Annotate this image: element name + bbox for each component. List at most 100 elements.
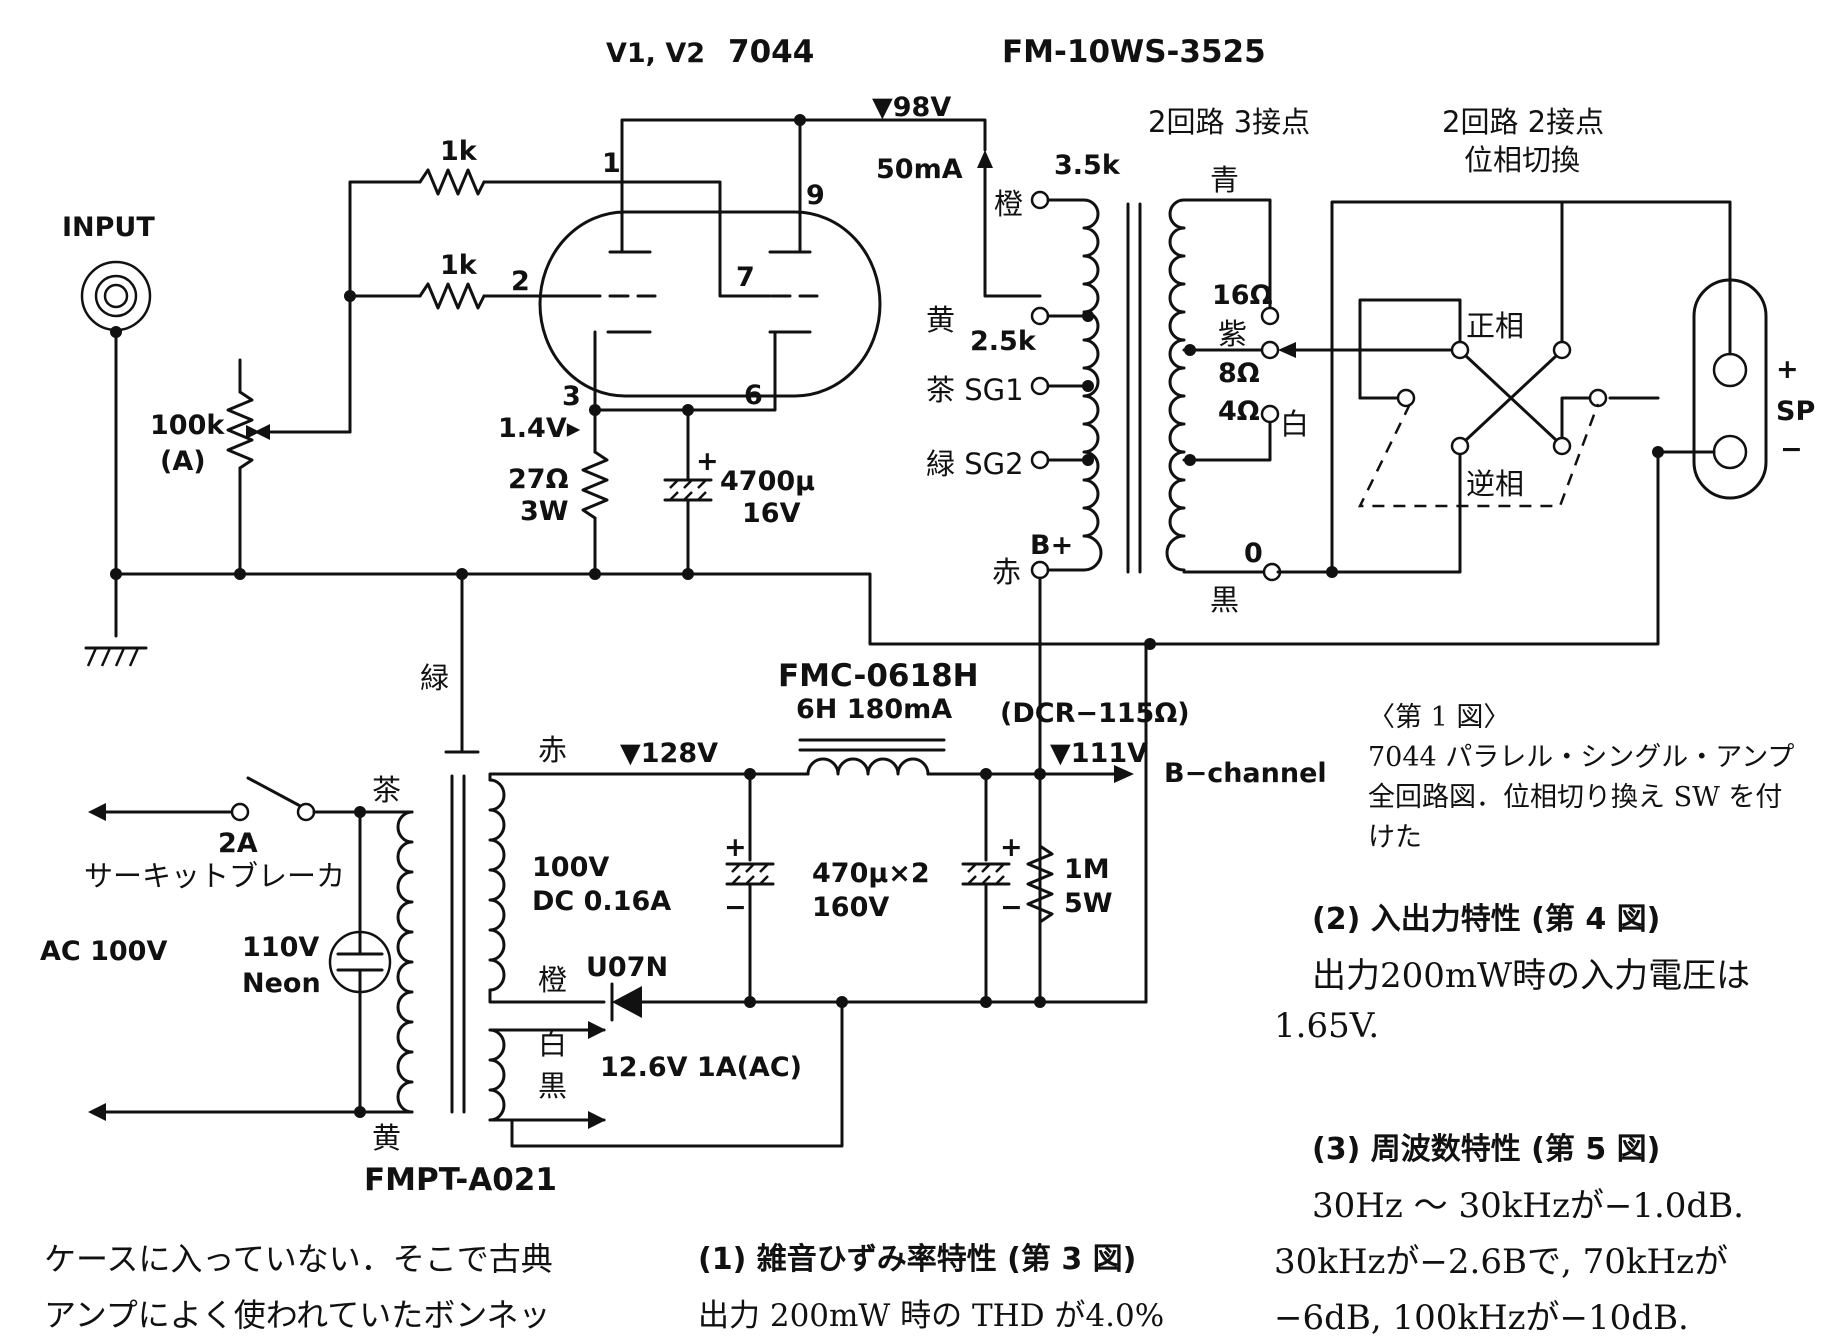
tap-16ohm: 16Ω — [1212, 280, 1273, 311]
filter-cap-2-minus: − — [1000, 892, 1023, 923]
pt-wire-orange: 橙 — [538, 963, 567, 997]
ot-primary-terminals — [1030, 190, 1050, 580]
speaker-plus: + — [1776, 354, 1799, 385]
ot-secondary-top: 青 — [1210, 163, 1239, 197]
input-jack — [80, 260, 152, 332]
cathode-cap-plus: + — [696, 446, 719, 477]
ot-bplus: B+ — [1030, 530, 1073, 561]
pt-wire-brown: 茶 — [372, 773, 401, 807]
pt-secondary-heater — [488, 1028, 506, 1122]
pt-hv-voltage: 100V — [532, 852, 609, 883]
pt-wire-red: 赤 — [538, 733, 567, 767]
left-column-line-2: アンプによく使われていたボンネッ — [44, 1296, 551, 1334]
section-3-line-2: 30kHzが−2.6Bで, 70kHzが — [1274, 1242, 1729, 1282]
pin-labels: 1 2 3 9 7 6 — [511, 148, 825, 412]
switch-2way-label-line2: 位相切換 — [1464, 143, 1580, 177]
ot-secondary-winding — [1165, 198, 1186, 572]
pt-secondary-hv — [488, 778, 506, 992]
ot-secondary-bottom: 黒 — [1210, 583, 1239, 617]
neon-voltage: 110V — [242, 932, 319, 963]
section-3-line-1: 30Hz 〜 30kHzが−1.0dB. — [1312, 1186, 1744, 1226]
section-1-line-1: 出力 200mW 時の THD が4.0% — [698, 1298, 1165, 1334]
diode-label: U07N — [586, 952, 668, 983]
speaker-minus: − — [1780, 434, 1803, 465]
choke — [798, 738, 946, 776]
bleeder-value: 1M — [1064, 854, 1110, 885]
svg-text:9: 9 — [806, 180, 825, 211]
figure-caption: 〈第 1 図〉 7044 パラレル・シングル・アンプ 全回路図．位相切り換え S… — [1368, 698, 1828, 858]
neon-label: Neon — [242, 968, 321, 999]
voltage-b: ▼111V — [1050, 738, 1148, 769]
bleeder-power: 5W — [1064, 888, 1113, 919]
pt-wire-black: 黒 — [538, 1069, 567, 1103]
grid-resistor-1-value: 1k — [440, 136, 478, 167]
cathode-cap-voltage: 16V — [742, 498, 801, 529]
ot-wire-green-sg2: 緑 SG2 — [926, 447, 1024, 481]
breaker-label: サーキットブレーカ — [84, 859, 345, 893]
output-transformer-model: FM-10WS-3525 — [1002, 34, 1266, 70]
caption-line-1: 7044 パラレル・シングル・アンプ — [1368, 742, 1795, 773]
pt-core — [450, 774, 466, 1114]
pt-primary-winding — [396, 810, 414, 1114]
caption-line-3: けた — [1368, 822, 1422, 853]
breaker-rating: 2A — [218, 828, 258, 859]
cathode-capacitor — [663, 478, 713, 502]
speaker-label: SP — [1776, 396, 1815, 427]
pt-wire-yellow: 黄 — [372, 1121, 401, 1155]
ot-primary-winding — [1082, 198, 1103, 572]
filter-cap-1-plus: + — [724, 832, 747, 863]
ot-wire-brown-sg1: 茶 SG1 — [926, 373, 1024, 407]
b-channel-label: B−channel — [1164, 758, 1327, 789]
tube-type: 7044 — [728, 34, 814, 70]
phase-switch — [1357, 340, 1608, 508]
bleeder-resistor — [1026, 844, 1054, 924]
svg-text:6: 6 — [744, 380, 763, 411]
cathode-voltage: 1.4V▸ — [498, 413, 581, 444]
section-3-line-3: −6dB, 100kHzが−10dB. — [1274, 1298, 1689, 1338]
ground-symbol — [84, 646, 148, 667]
pt-wire-white: 白 — [538, 1027, 567, 1061]
section-3-heading: (3) 周波数特性 (第 5 図) — [1312, 1132, 1661, 1167]
filter-cap-2-plus: + — [1000, 832, 1023, 863]
tap-white: 白 — [1280, 407, 1309, 441]
plate-current: 50mA — [876, 154, 963, 185]
grid-resistor-2-value: 1k — [440, 250, 478, 281]
switch-3way-label: 2回路 3接点 — [1148, 105, 1310, 139]
choke-dcr: (DCR−115Ω) — [1000, 698, 1190, 729]
svg-text:1: 1 — [602, 148, 621, 179]
cathode-cap-value: 4700μ — [720, 466, 815, 497]
filter-cap-1-minus: − — [724, 892, 747, 923]
wire-green-label: 緑 — [420, 661, 449, 695]
ot-wire-yellow: 黄 — [926, 303, 955, 337]
ot-wire-orange: 橙 — [994, 187, 1023, 221]
section-2-line-2: 1.65V. — [1274, 1006, 1380, 1046]
rectifier-diode — [610, 982, 642, 1022]
tube-label: V1, V2 — [606, 38, 705, 69]
pt-heater: 12.6V 1A(AC) — [600, 1052, 802, 1083]
input-label: INPUT — [62, 212, 155, 243]
cathode-resistor — [581, 450, 609, 520]
tap-4ohm: 4Ω — [1218, 396, 1260, 427]
svg-text:3: 3 — [562, 381, 581, 412]
speaker-terminal — [1692, 278, 1768, 500]
volume-value: 100k — [150, 410, 225, 441]
ot-core — [1126, 202, 1142, 574]
svg-text:2: 2 — [511, 266, 530, 297]
impedance-tap: 2.5k — [970, 326, 1037, 357]
ac-label: AC 100V — [40, 936, 167, 967]
section-2-line-1: 出力200mW時の入力電圧は — [1312, 956, 1751, 996]
tap-zero: 0 — [1244, 538, 1263, 569]
caption-title: 〈第 1 図〉 — [1368, 702, 1511, 733]
filter-cap-voltage: 160V — [812, 892, 889, 923]
choke-model: FMC-0618H — [778, 658, 979, 694]
impedance-primary: 3.5k — [1054, 150, 1121, 181]
phase-normal-label: 正相 — [1466, 309, 1524, 343]
svg-text:7: 7 — [736, 262, 755, 293]
ground-bus — [114, 450, 1660, 646]
filter-cap-1 — [725, 862, 775, 886]
volume-curve: (A) — [160, 446, 206, 477]
tube-envelope — [538, 210, 882, 398]
filter-cap-2 — [961, 862, 1011, 886]
choke-spec: 6H 180mA — [796, 694, 952, 725]
